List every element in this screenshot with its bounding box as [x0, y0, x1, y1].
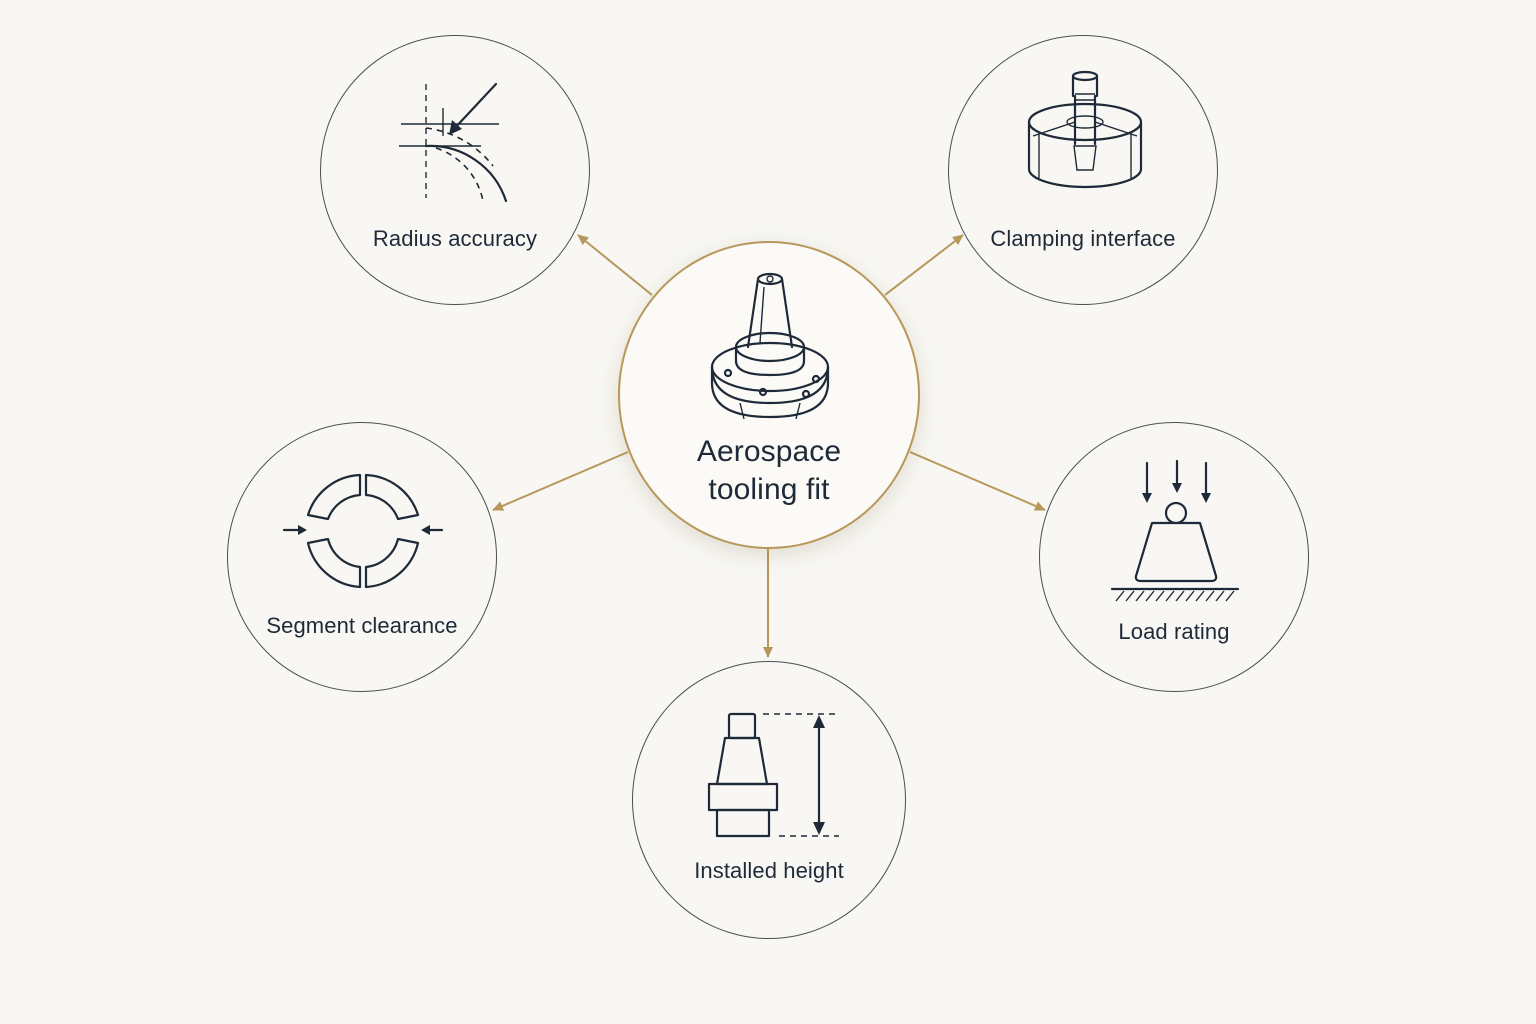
node-radius-accuracy: Radius accuracy: [320, 35, 590, 305]
node-installed-height: Installed height: [632, 661, 906, 939]
node-label-clamping-interface: Clamping interface: [990, 226, 1176, 251]
node-label-segment-clearance: Segment clearance: [266, 613, 458, 638]
segmented-ring-icon: [282, 473, 444, 589]
connector-arrow-radius-accuracy: [577, 234, 653, 296]
clamp-fixture-icon: [1027, 70, 1143, 189]
center-label-line-1: Aerospace: [696, 435, 842, 468]
center-label-line-2: tooling fit: [708, 473, 830, 506]
center-label: Aerospace tooling fit: [620, 433, 918, 509]
node-clamping-interface: Clamping interface: [948, 35, 1218, 305]
node-label-installed-height: Installed height: [694, 858, 844, 883]
weight-load-icon: [1110, 459, 1240, 602]
node-label-radius-accuracy: Radius accuracy: [372, 226, 538, 251]
connector-arrow-segment-clearance: [492, 451, 629, 511]
node-label-load-rating: Load rating: [1118, 619, 1230, 644]
connector-arrow-load-rating: [909, 451, 1046, 511]
node-segment-clearance: Segment clearance: [227, 422, 497, 692]
node-load-rating: Load rating: [1039, 422, 1309, 692]
center-node-aerospace-tooling-fit: Aerospace tooling fit: [618, 241, 920, 549]
flanged-tool-holder-icon: [710, 272, 830, 420]
radius-gauge-icon: [399, 82, 508, 203]
connector-arrow-clamping-interface: [884, 234, 964, 296]
height-dimension-icon: [707, 712, 839, 838]
